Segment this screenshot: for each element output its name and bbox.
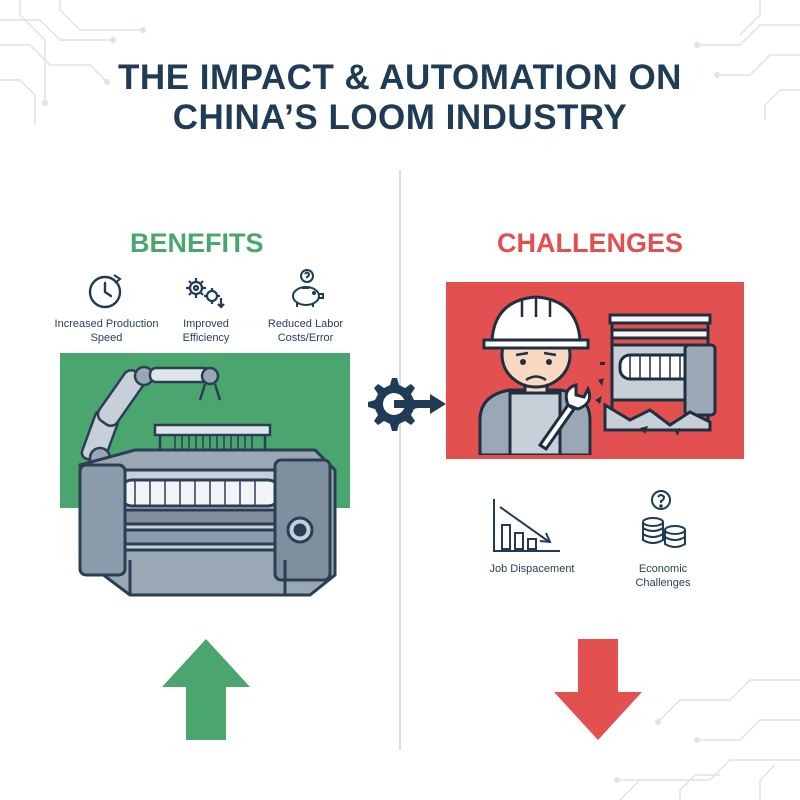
page-title-line-1: THE IMPACT & AUTOMATION ON bbox=[118, 58, 682, 97]
benefit-label-efficiency: Improved Efficiency bbox=[182, 318, 230, 344]
gear-arrow-icon bbox=[368, 378, 446, 431]
broken-loom-illustration bbox=[595, 313, 717, 436]
page-title-line-2: CHINA’S LOOM INDUSTRY bbox=[172, 98, 628, 137]
coins-question-icon bbox=[642, 490, 686, 548]
clock-icon bbox=[88, 274, 122, 309]
challenge-label-job-displacement: Job Dispacement bbox=[489, 563, 575, 575]
worried-worker-illustration bbox=[478, 295, 592, 455]
challenges-heading: CHALLENGES bbox=[497, 228, 684, 258]
down-arrow bbox=[554, 639, 642, 740]
benefit-label-labor-costs: Reduced Labor Costs/Error bbox=[267, 318, 344, 344]
center-divider bbox=[399, 170, 401, 750]
benefit-label-speed: Increased Production Speed bbox=[54, 318, 159, 344]
circuit-decoration-top-right bbox=[694, 0, 800, 120]
circuit-decoration-bottom-right bbox=[614, 679, 800, 800]
piggy-bank-icon bbox=[292, 269, 324, 307]
robotic-loom-illustration bbox=[78, 365, 337, 597]
challenge-label-economic: Economic Challenges bbox=[635, 563, 691, 589]
up-arrow bbox=[162, 639, 250, 740]
benefits-heading: BENEFITS bbox=[130, 228, 264, 258]
gears-icon bbox=[186, 278, 225, 309]
circuit-decoration-top-left bbox=[0, 0, 146, 125]
declining-bar-chart-icon bbox=[493, 499, 560, 552]
